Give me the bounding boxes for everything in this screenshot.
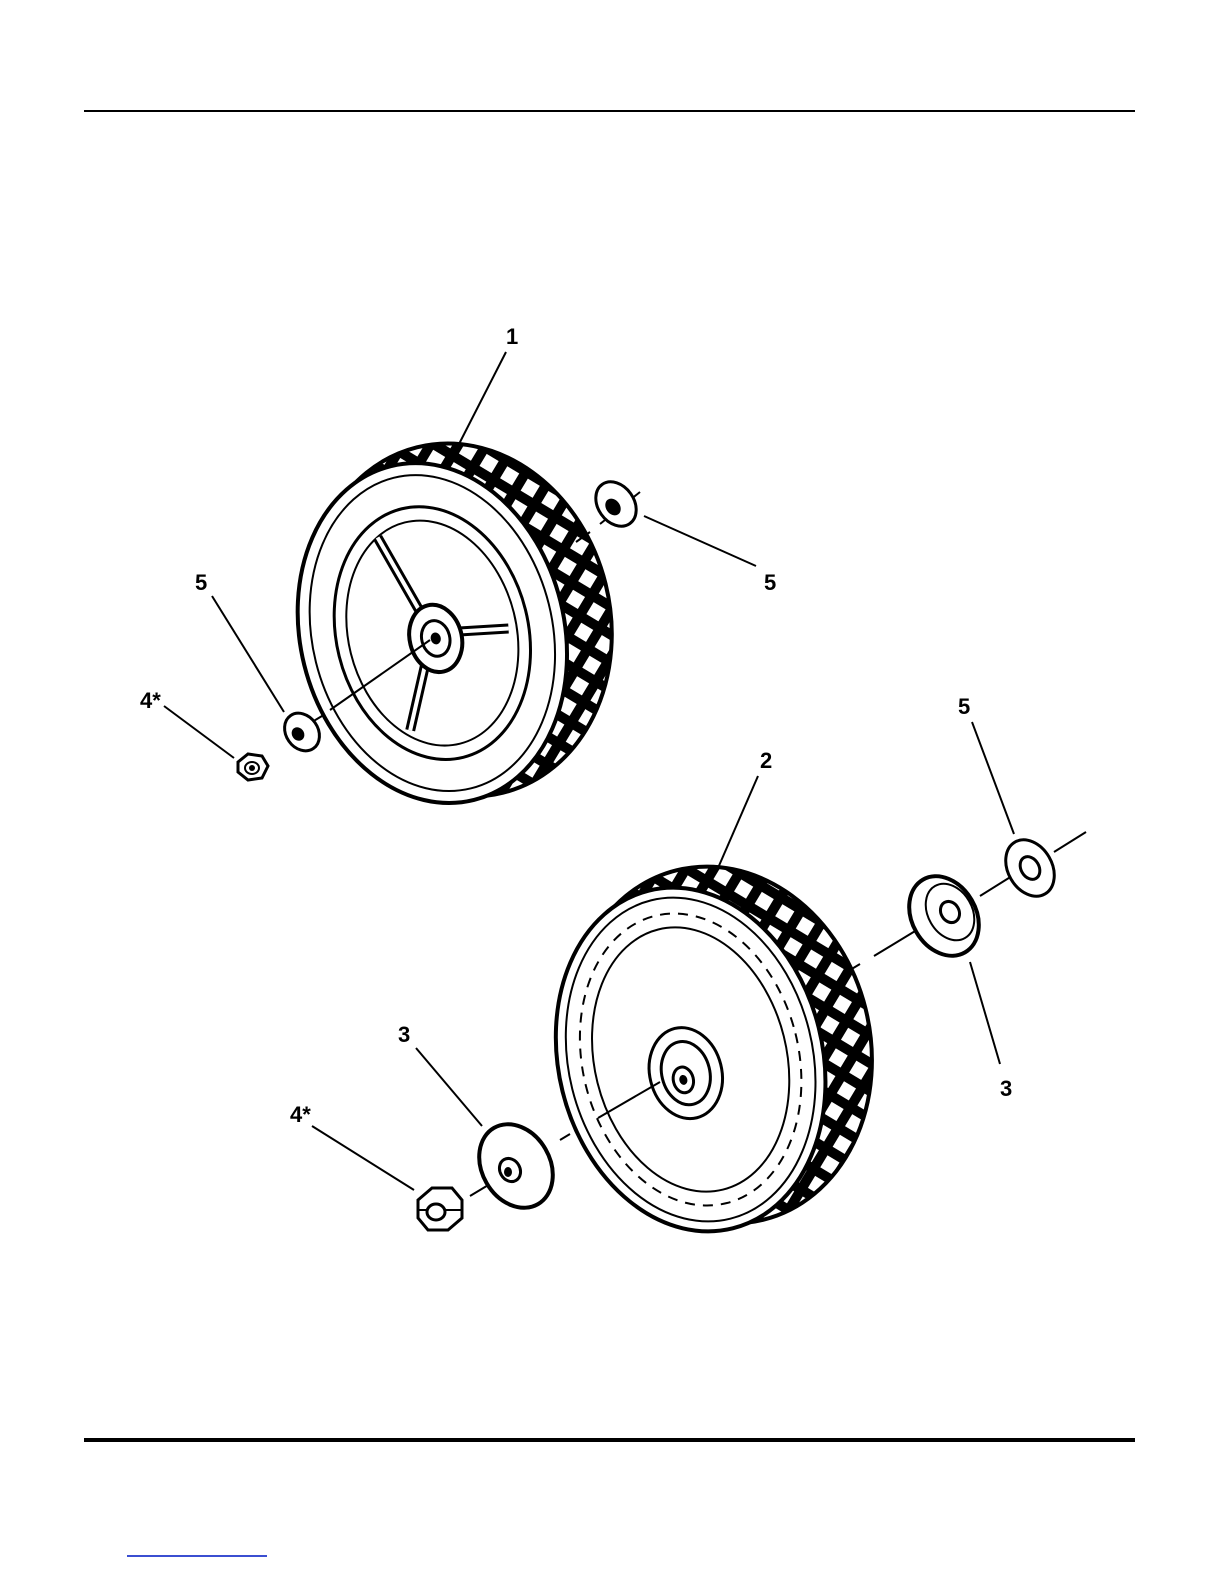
callout-2: 2 [760, 748, 772, 773]
callout-3-right: 3 [1000, 1076, 1012, 1101]
washer-upper-left [277, 706, 326, 757]
callout-4-lower: 4* [290, 1102, 311, 1127]
wheel-front [260, 411, 649, 832]
bearing-left [465, 1111, 568, 1221]
callout-1: 1 [506, 324, 518, 349]
callout-5-upper-left: 5 [195, 570, 207, 595]
washer-upper-right [587, 474, 644, 534]
bearing-right [895, 864, 992, 969]
wheel-rear [517, 834, 909, 1260]
callout-4-upper: 4* [140, 688, 161, 713]
nut-lower [418, 1188, 462, 1230]
callout-5-lower-right: 5 [958, 694, 970, 719]
nut-upper [238, 754, 268, 780]
callout-3-left: 3 [398, 1022, 410, 1047]
washer-lower-right [996, 831, 1064, 905]
callout-5-upper-right: 5 [764, 570, 776, 595]
